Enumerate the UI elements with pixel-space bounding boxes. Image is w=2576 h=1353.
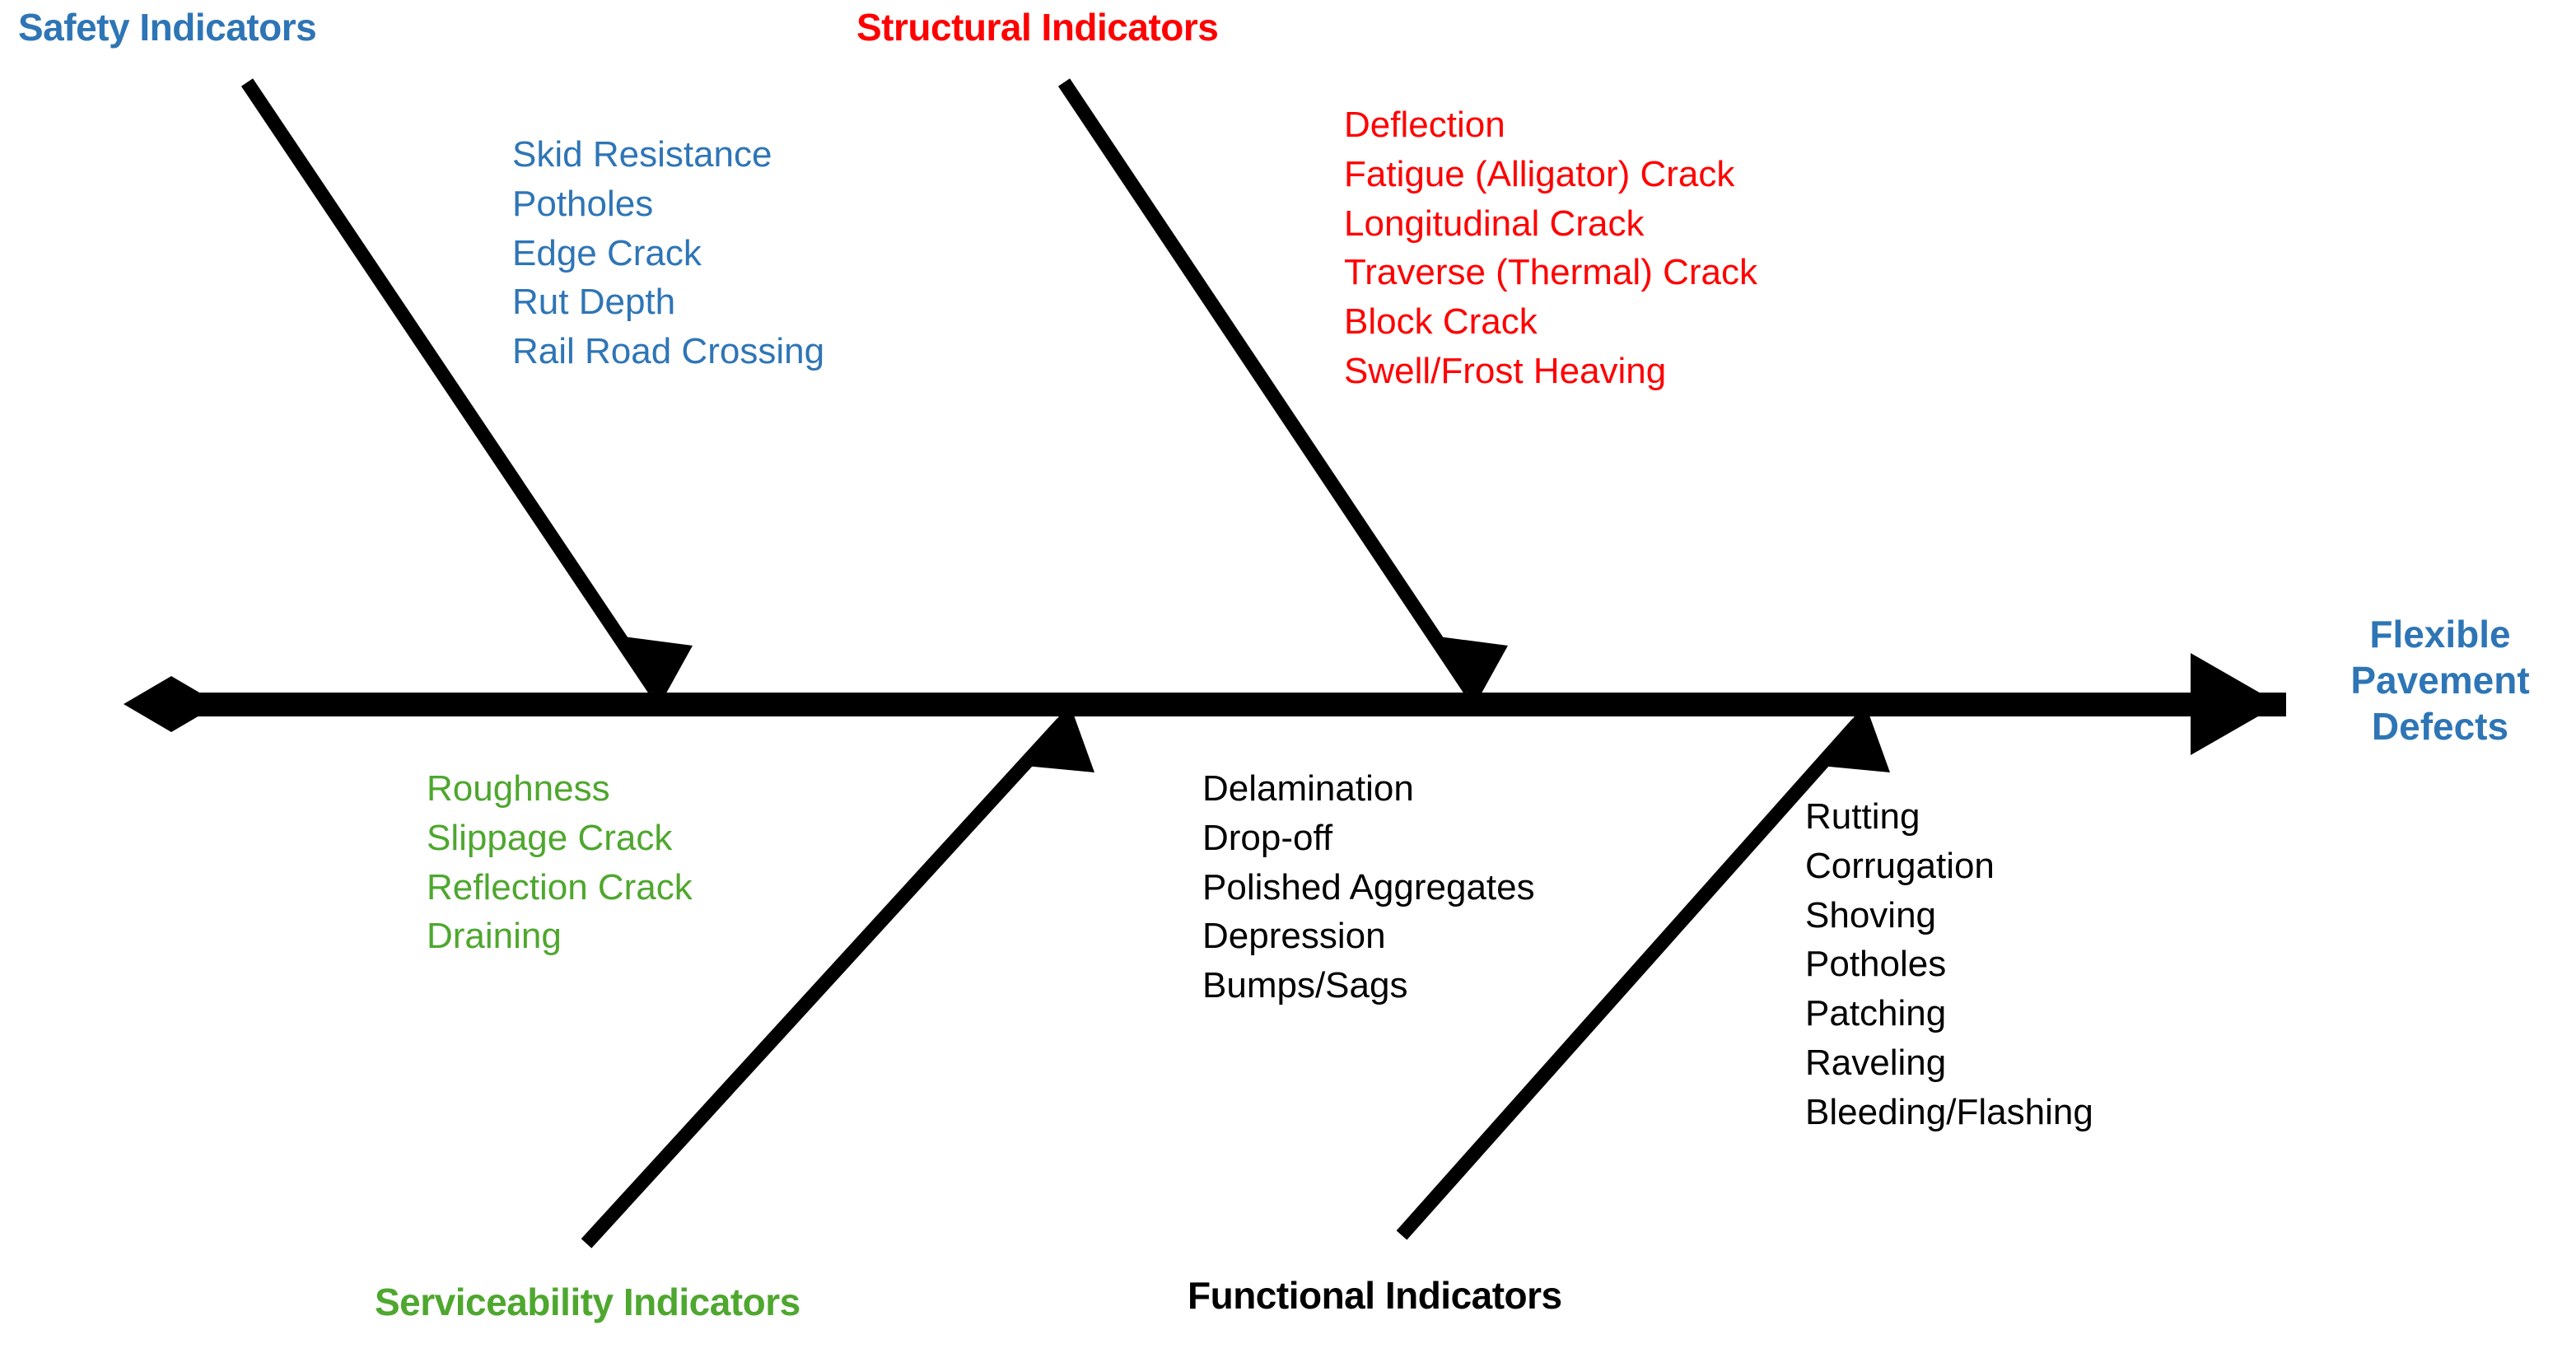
effect-label-line: Defects bbox=[2371, 705, 2509, 749]
item-list-structural: Deflection Fatigue (Alligator) Crack Lon… bbox=[1344, 100, 1757, 396]
list-item: Patching bbox=[1805, 993, 1947, 1034]
branch-line-functional bbox=[1396, 718, 1864, 1240]
list-item: Reflection Crack bbox=[427, 866, 693, 907]
list-item: Edge Crack bbox=[512, 232, 702, 273]
list-item: Rut Depth bbox=[512, 282, 676, 323]
branch-line-structural bbox=[1057, 78, 1477, 694]
branch-arrowhead-serviceability-icon bbox=[1025, 702, 1094, 772]
effect-label-line: Pavement bbox=[2350, 659, 2530, 702]
list-item: Drop-off bbox=[1202, 817, 1333, 858]
category-header-serviceability: Serviceability Indicators bbox=[375, 1281, 800, 1323]
branch-arrowhead-functional-icon bbox=[1821, 702, 1890, 772]
effect-label: Flexible Pavement Defects bbox=[2321, 611, 2560, 749]
list-item: Deflection bbox=[1344, 105, 1505, 145]
list-item: Swell/Frost Heaving bbox=[1344, 351, 1667, 392]
item-list-safety: Skid Resistance Potholes Edge Crack Rut … bbox=[512, 130, 824, 376]
list-item: Longitudinal Crack bbox=[1344, 203, 1645, 244]
list-item: Delamination bbox=[1202, 768, 1414, 809]
branch-line-safety bbox=[240, 78, 661, 694]
list-item: Corrugation bbox=[1805, 845, 1995, 886]
list-item: Rail Road Crossing bbox=[512, 331, 825, 372]
spine-line bbox=[161, 693, 2286, 716]
list-item: Bleeding/Flashing bbox=[1805, 1091, 2093, 1132]
spine-arrowhead-icon bbox=[2191, 653, 2280, 755]
category-header-functional: Functional Indicators bbox=[1188, 1274, 1562, 1317]
list-item: Fatigue (Alligator) Crack bbox=[1344, 153, 1735, 194]
list-item: Bumps/Sags bbox=[1202, 965, 1408, 1006]
category-header-safety: Safety Indicators bbox=[18, 6, 317, 49]
list-item: Slippage Crack bbox=[427, 817, 673, 858]
list-item: Block Crack bbox=[1344, 301, 1538, 343]
item-list-functional-extra: Rutting Corrugation Shoving Potholes Pat… bbox=[1805, 792, 2093, 1137]
effect-label-line: Flexible bbox=[2369, 613, 2511, 656]
list-item: Depression bbox=[1202, 916, 1386, 957]
list-item: Rutting bbox=[1805, 796, 1920, 837]
item-list-functional: Delamination Drop-off Polished Aggregate… bbox=[1202, 764, 1535, 1010]
list-item: Polished Aggregates bbox=[1202, 866, 1535, 907]
list-item: Raveling bbox=[1805, 1043, 1947, 1084]
category-header-structural: Structural Indicators bbox=[856, 6, 1219, 49]
branch-arrowhead-structural-icon bbox=[1439, 637, 1508, 707]
list-item: Draining bbox=[427, 916, 562, 957]
branch-arrowhead-safety-icon bbox=[623, 637, 693, 707]
list-item: Traverse (Thermal) Crack bbox=[1344, 252, 1757, 293]
list-item: Shoving bbox=[1805, 894, 1937, 935]
item-list-serviceability: Roughness Slippage Crack Reflection Crac… bbox=[427, 764, 693, 961]
list-item: Potholes bbox=[1805, 944, 1947, 985]
spine-tail-diamond bbox=[124, 676, 219, 732]
list-item: Potholes bbox=[512, 183, 654, 224]
list-item: Skid Resistance bbox=[512, 134, 772, 175]
list-item: Roughness bbox=[427, 768, 610, 809]
branch-line-serviceability bbox=[581, 718, 1068, 1248]
